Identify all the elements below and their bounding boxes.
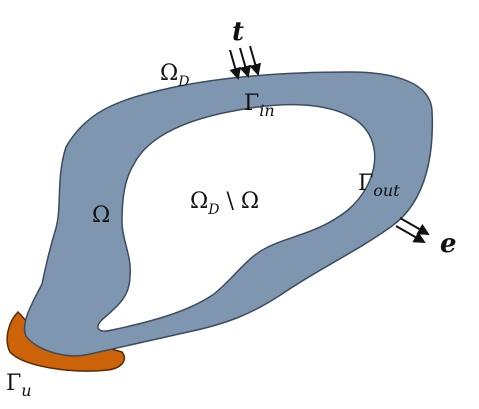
omega-d-minus-omega-main: Ω xyxy=(190,189,208,214)
gamma-u-label: Γu xyxy=(6,371,32,400)
traction-arrow-1 xyxy=(229,49,242,80)
traction-arrow-3 xyxy=(249,45,262,76)
outflow-arrow-2 xyxy=(395,225,426,243)
gamma-out-label-main: Γ xyxy=(358,171,373,196)
omega-d-minus-omega-sub: D xyxy=(207,202,219,218)
direction-label: e xyxy=(440,229,457,259)
outflow-arrows xyxy=(395,217,430,243)
omega-d-minus-omega-rest: \ Ω xyxy=(219,189,259,214)
traction-arrows xyxy=(229,45,262,80)
domain-omega-shape xyxy=(23,71,434,357)
gamma-out-label: Γout xyxy=(358,171,400,200)
gamma-u-label-main: Γ xyxy=(6,371,21,396)
omega-d-label-main: Ω xyxy=(160,61,178,86)
gamma-u-label-sub: u xyxy=(21,381,31,400)
gamma-in-label: Γin xyxy=(244,91,275,120)
omega-d-label: ΩD xyxy=(160,61,189,90)
omega-d-label-sub: D xyxy=(177,74,189,90)
outflow-arrow-1 xyxy=(399,217,430,235)
gamma-in-label-sub: in xyxy=(259,101,274,120)
omega-label: Ω xyxy=(92,203,110,228)
gamma-in-label-main: Γ xyxy=(244,91,259,116)
gamma-out-label-sub: out xyxy=(373,181,400,200)
traction-label: t xyxy=(232,17,244,47)
traction-arrow-2 xyxy=(239,47,252,78)
omega-d-minus-omega-label: ΩD \ Ω xyxy=(190,189,259,218)
omega-label-main: Ω xyxy=(92,203,110,228)
